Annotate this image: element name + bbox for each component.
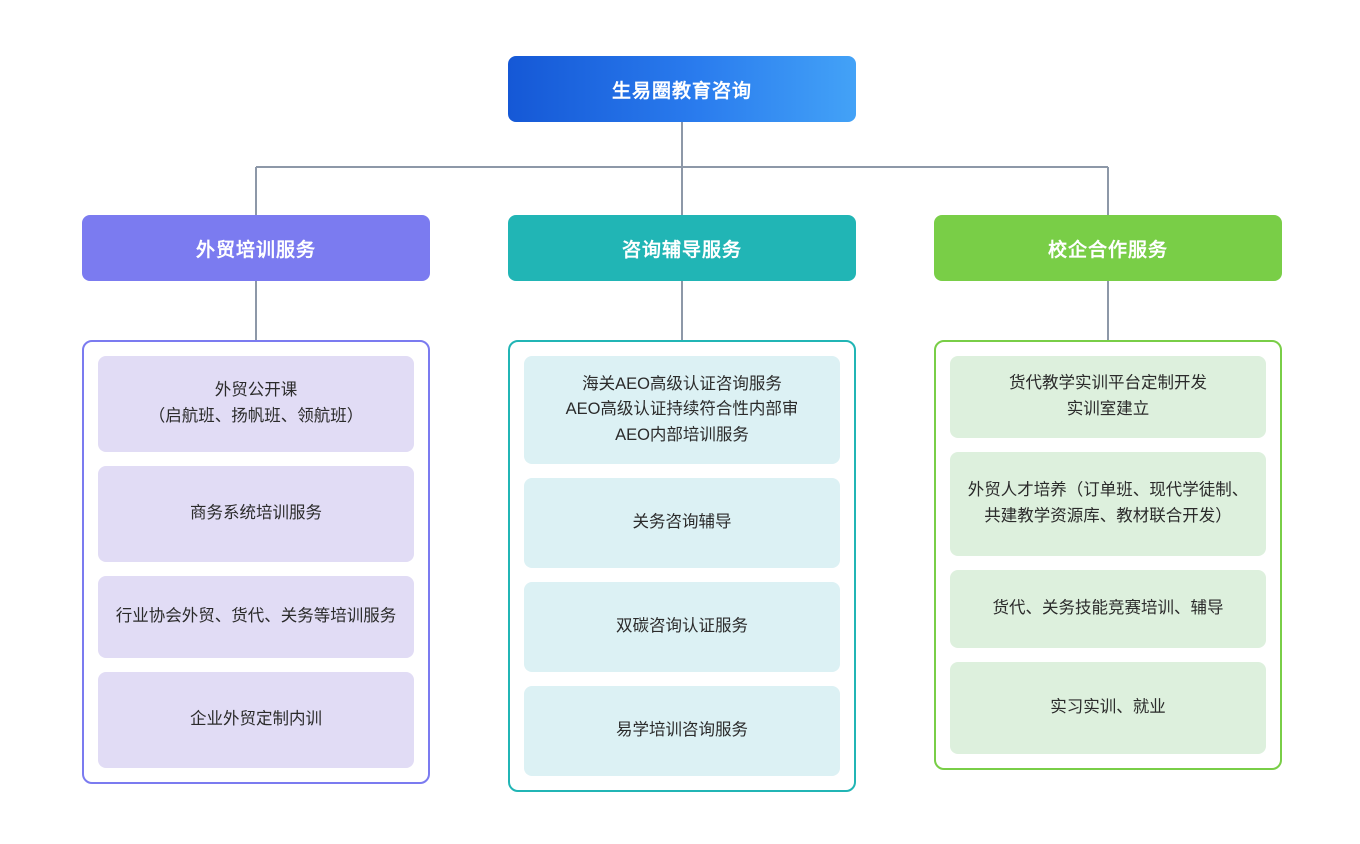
root-node-label: 生易圈教育咨询: [611, 80, 752, 102]
root-node[interactable]: 生易圈教育咨询: [508, 56, 856, 122]
category-header-0[interactable]: 外贸培训服务: [82, 215, 430, 281]
item-card[interactable]: 双碳咨询认证服务: [524, 582, 840, 672]
branch-column-1: 咨询辅导服务 海关AEO高级认证咨询服务 AEO高级认证持续符合性内部审 AEO…: [508, 215, 856, 792]
item-card[interactable]: 外贸人才培养（订单班、现代学徒制、共建教学资源库、教材联合开发）: [950, 452, 1266, 556]
item-card[interactable]: 企业外贸定制内训: [98, 672, 414, 768]
items-container-0: 外贸公开课 （启航班、扬帆班、领航班） 商务系统培训服务 行业协会外贸、货代、关…: [82, 340, 430, 784]
items-container-1: 海关AEO高级认证咨询服务 AEO高级认证持续符合性内部审 AEO内部培训服务 …: [508, 340, 856, 792]
item-card[interactable]: 行业协会外贸、货代、关务等培训服务: [98, 576, 414, 658]
item-card[interactable]: 海关AEO高级认证咨询服务 AEO高级认证持续符合性内部审 AEO内部培训服务: [524, 356, 840, 464]
item-card[interactable]: 外贸公开课 （启航班、扬帆班、领航班）: [98, 356, 414, 452]
category-header-2[interactable]: 校企合作服务: [934, 215, 1282, 281]
category-header-1[interactable]: 咨询辅导服务: [508, 215, 856, 281]
branch-column-0: 外贸培训服务 外贸公开课 （启航班、扬帆班、领航班） 商务系统培训服务 行业协会…: [82, 215, 430, 784]
category-header-label-1: 咨询辅导服务: [621, 239, 742, 261]
branch-column-2: 校企合作服务 货代教学实训平台定制开发 实训室建立 外贸人才培养（订单班、现代学…: [934, 215, 1282, 770]
item-card[interactable]: 货代教学实训平台定制开发 实训室建立: [950, 356, 1266, 438]
item-card[interactable]: 实习实训、就业: [950, 662, 1266, 754]
category-header-label-0: 外贸培训服务: [195, 239, 316, 261]
category-header-label-2: 校企合作服务: [1047, 239, 1168, 261]
item-card[interactable]: 货代、关务技能竞赛培训、辅导: [950, 570, 1266, 648]
item-card[interactable]: 商务系统培训服务: [98, 466, 414, 562]
item-card[interactable]: 易学培训咨询服务: [524, 686, 840, 776]
items-container-2: 货代教学实训平台定制开发 实训室建立 外贸人才培养（订单班、现代学徒制、共建教学…: [934, 340, 1282, 770]
item-card[interactable]: 关务咨询辅导: [524, 478, 840, 568]
